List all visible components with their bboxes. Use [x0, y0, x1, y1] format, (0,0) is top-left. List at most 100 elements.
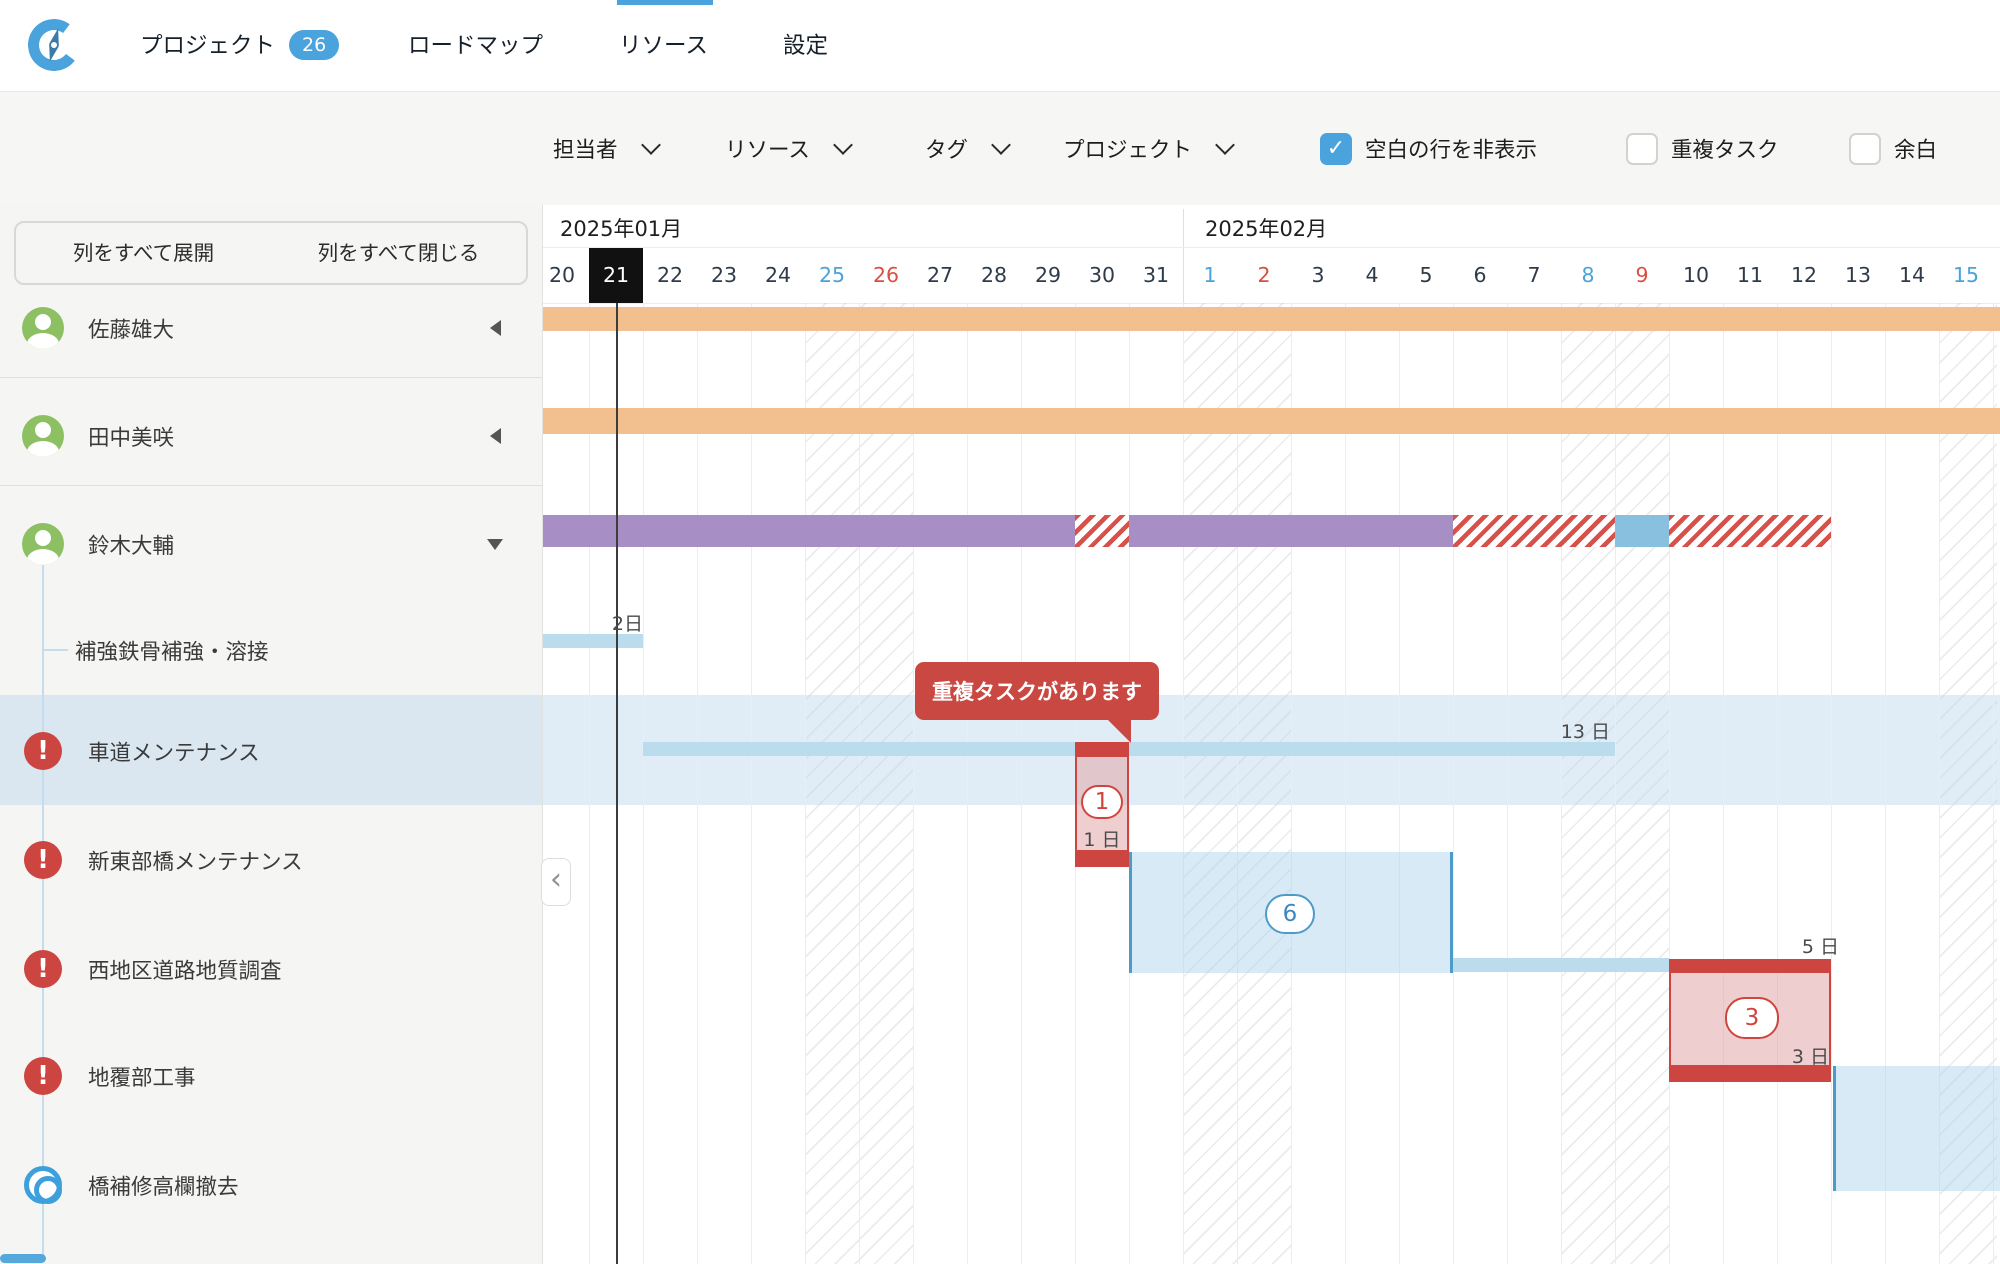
grid-line	[1453, 303, 1454, 1264]
checkbox-checked-icon[interactable]: ✓	[1320, 132, 1352, 165]
filter-assignee-dropdown[interactable]: 担当者	[553, 92, 661, 205]
day-cell-sunday[interactable]: 2	[1257, 263, 1271, 287]
horizontal-scrollbar-thumb[interactable]	[0, 1254, 46, 1263]
task-box-ground-cover[interactable]	[1833, 1066, 2000, 1191]
task-name: 橋補修高欄撤去	[88, 1174, 239, 1200]
gantt-chart: 2025年01月 2025年02月 20 21 22 23 24 25 26 2…	[543, 205, 2000, 1264]
day-cell[interactable]: 7	[1527, 263, 1541, 287]
day-cell[interactable]: 28	[980, 263, 1008, 287]
allocation-bar-suzuki-segment[interactable]	[1129, 515, 1453, 547]
day-cell[interactable]: 27	[926, 263, 954, 287]
task-row-ground-cover[interactable]: ! 地覆部工事	[0, 1033, 542, 1119]
duration-label: 5 日	[1801, 936, 1839, 958]
day-cell[interactable]: 20	[548, 263, 576, 287]
avatar	[22, 307, 64, 349]
day-cell[interactable]: 23	[710, 263, 738, 287]
day-cell[interactable]: 12	[1790, 263, 1818, 287]
grid-line	[1507, 303, 1508, 1264]
task-row-road-maintenance[interactable]: ! 車道メンテナンス	[0, 708, 542, 794]
expand-down-arrow-icon[interactable]	[487, 538, 503, 550]
conflict-count-badge[interactable]: 3	[1725, 997, 1779, 1039]
day-cell[interactable]: 14	[1898, 263, 1926, 287]
day-cell[interactable]: 5	[1419, 263, 1433, 287]
task-name: 補強鉄骨補強・溶接	[75, 639, 269, 665]
day-cell[interactable]: 30	[1088, 263, 1116, 287]
tree-connector-line	[42, 565, 44, 1257]
filter-resource-dropdown[interactable]: リソース	[725, 92, 853, 205]
allocation-bar-suzuki-segment[interactable]	[543, 515, 1075, 547]
conflict-marker-top[interactable]	[1075, 742, 1129, 757]
task-row-railing-removal[interactable]: 橋補修高欄撤去	[0, 1142, 542, 1228]
task-row-west-geology[interactable]: ! 西地区道路地質調査	[0, 926, 542, 1012]
checkbox-duplicate-tasks-label: 重複タスク	[1671, 138, 1779, 163]
alert-icon: !	[24, 950, 62, 988]
grid-line	[1021, 303, 1022, 1264]
member-row-tanaka[interactable]: 田中美咲	[0, 393, 542, 479]
task-bar-west-geology[interactable]	[1453, 958, 1669, 972]
overload-striped-segment[interactable]	[1669, 515, 1831, 547]
day-cell[interactable]: 4	[1365, 263, 1379, 287]
checkbox-unchecked-icon[interactable]	[1849, 132, 1881, 165]
filter-assignee-label: 担当者	[553, 138, 618, 163]
logo-dot	[51, 42, 57, 48]
filter-project-dropdown[interactable]: プロジェクト	[1063, 92, 1235, 205]
overload-striped-segment[interactable]	[1453, 515, 1615, 547]
day-cell-selected[interactable]: 21	[589, 248, 643, 303]
collapse-left-arrow-icon[interactable]	[490, 320, 501, 336]
day-cell[interactable]: 6	[1473, 263, 1487, 287]
day-cell[interactable]: 10	[1682, 263, 1710, 287]
filter-tag-dropdown[interactable]: タグ	[925, 92, 1011, 205]
day-cell[interactable]: 13	[1844, 263, 1872, 287]
filter-project-label: プロジェクト	[1063, 138, 1193, 163]
conflict-box-top[interactable]	[1669, 959, 1831, 973]
day-cell-sunday[interactable]: 9	[1635, 263, 1649, 287]
task-row-east-bridge[interactable]: ! 新東部橋メンテナンス	[0, 817, 542, 903]
grid-line	[751, 303, 752, 1264]
app-logo-compass-icon[interactable]	[24, 15, 84, 75]
collapse-all-columns-button[interactable]: 列をすべて閉じる	[317, 241, 480, 265]
collapse-left-arrow-icon[interactable]	[490, 428, 501, 444]
grid-line	[1183, 303, 1184, 1264]
duration-label: 1 日	[1083, 829, 1121, 851]
day-cell-saturday[interactable]: 1	[1203, 263, 1217, 287]
conflict-count-badge[interactable]: 1	[1081, 785, 1123, 819]
allocation-blue-segment[interactable]	[1615, 515, 1669, 547]
member-name: 鈴木大輔	[88, 533, 175, 559]
tab-settings[interactable]: 設定	[783, 33, 829, 59]
task-bar-steel-welding[interactable]	[543, 634, 643, 648]
day-cell[interactable]: 31	[1142, 263, 1170, 287]
allocation-bar-tanaka[interactable]	[543, 408, 2000, 434]
task-count-badge[interactable]: 6	[1265, 894, 1315, 934]
exclamation-glyph: !	[37, 845, 49, 875]
conflict-marker-bottom[interactable]	[1075, 850, 1129, 867]
member-row-sato[interactable]: 佐藤雄大	[0, 285, 542, 371]
checkbox-unchecked-icon[interactable]	[1626, 132, 1658, 165]
day-cell[interactable]: 3	[1311, 263, 1325, 287]
expand-all-columns-button[interactable]: 列をすべて展開	[72, 241, 215, 265]
conflict-box-bottom[interactable]	[1669, 1065, 1831, 1082]
day-cell[interactable]: 24	[764, 263, 792, 287]
overload-striped-segment[interactable]	[1075, 515, 1129, 547]
member-row-suzuki[interactable]: 鈴木大輔	[0, 501, 542, 587]
day-cell-saturday[interactable]: 8	[1581, 263, 1595, 287]
task-bar-road-maintenance[interactable]	[643, 742, 1615, 756]
month-divider	[1183, 209, 1184, 303]
allocation-bar-sato[interactable]	[543, 307, 2000, 331]
day-cell[interactable]: 11	[1736, 263, 1764, 287]
day-cell[interactable]: 29	[1034, 263, 1062, 287]
header-divider	[543, 247, 2000, 248]
checkbox-hide-empty-rows[interactable]: ✓ 空白の行を非表示	[1320, 92, 1537, 205]
tab-resources[interactable]: リソース	[619, 33, 708, 59]
day-cell-sunday[interactable]: 26	[872, 263, 900, 287]
checkbox-duplicate-tasks[interactable]: 重複タスク	[1626, 92, 1779, 205]
tab-roadmap[interactable]: ロードマップ	[408, 33, 544, 59]
filter-bar: 担当者 リソース タグ プロジェクト ✓ 空白の行を非表示 重複タスク 余白	[0, 92, 2000, 205]
task-row-steel-welding[interactable]: 補強鉄骨補強・溶接	[0, 607, 542, 693]
day-cell[interactable]: 22	[656, 263, 684, 287]
day-cell-saturday[interactable]: 25	[818, 263, 846, 287]
sidebar-collapse-handle[interactable]: ‹	[541, 858, 571, 906]
checkbox-margin[interactable]: 余白	[1849, 92, 1937, 205]
grid-line	[1831, 303, 1832, 1264]
day-cell-saturday[interactable]: 15	[1952, 263, 1980, 287]
